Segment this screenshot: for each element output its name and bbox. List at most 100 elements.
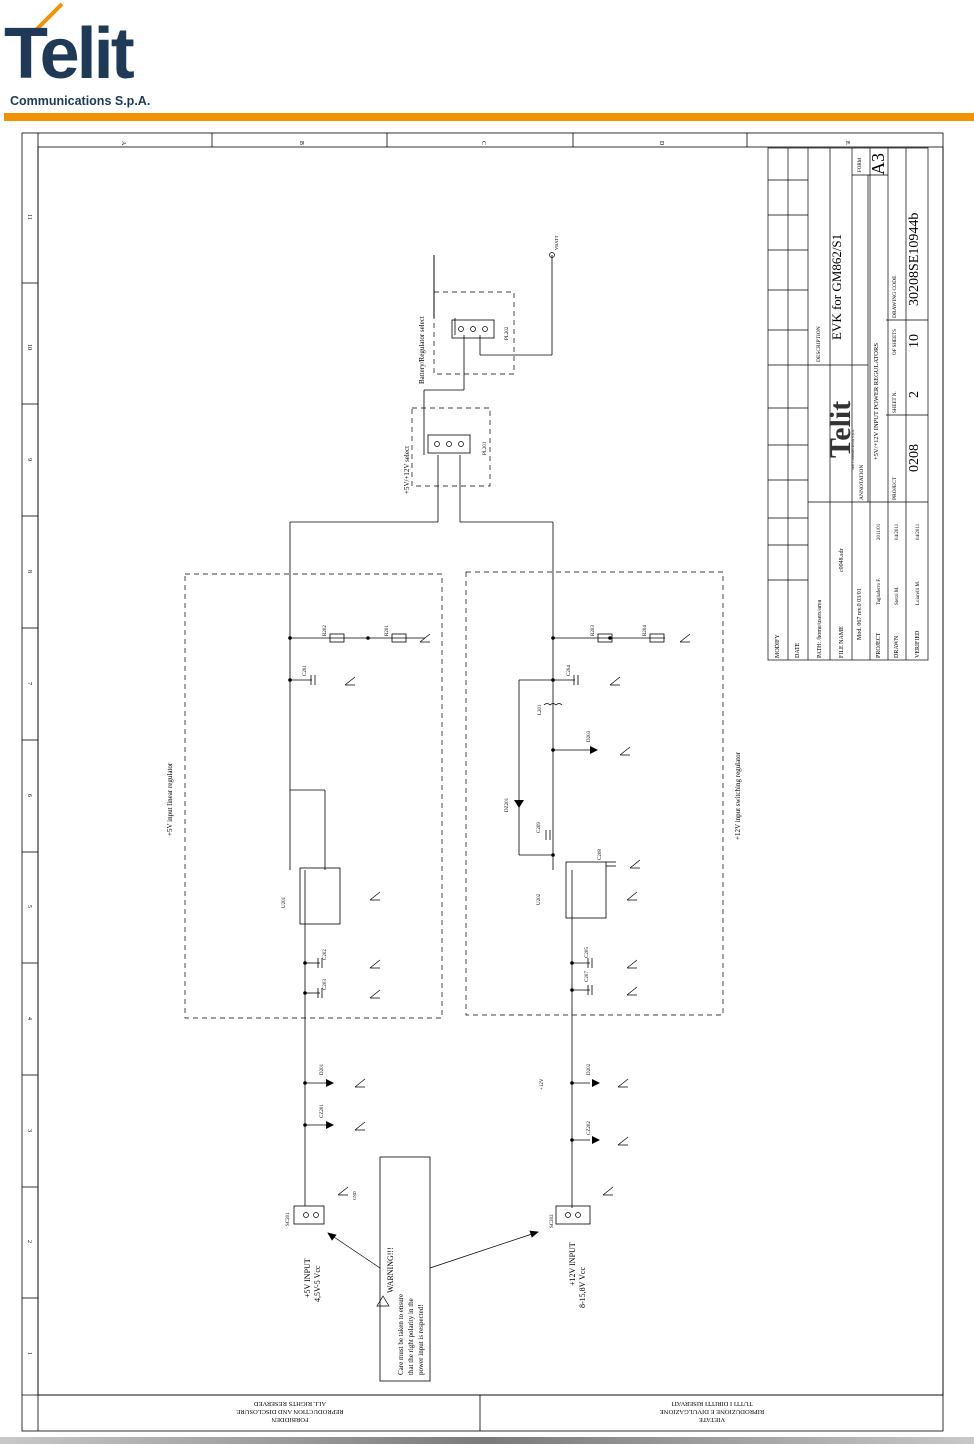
row-2: 2 [26, 1240, 32, 1243]
row-8: 8 [26, 570, 32, 573]
svg-text:D201: D201 [320, 1063, 325, 1075]
tb-annotation-label: ANNOTATION [859, 465, 865, 500]
svg-text:D202: D202 [587, 1063, 592, 1075]
tb-drawing-code: 30208SE10944b [907, 213, 922, 306]
svg-text:C205: C205 [585, 947, 590, 958]
vbatt-label: VBATT [554, 235, 559, 250]
switching-regulator-label: +12V input switching regulator [734, 751, 742, 840]
supply-select-label: +5V/+12V select [403, 446, 411, 494]
tb-drawing-code-label: DRAWING CODE [892, 275, 898, 318]
row-1: 1 [26, 1352, 32, 1355]
tb-filename: c0048.sdr [839, 549, 845, 573]
r202-resistor [329, 633, 345, 643]
tb-drawn-name: Sterzi M. [895, 586, 900, 605]
svg-text:L201: L201 [538, 704, 543, 715]
col-d: D [658, 141, 664, 146]
svg-text:U201: U201 [282, 896, 287, 908]
tb-sheet-label: SHEET N. [893, 391, 898, 413]
tb-of-sheets-label: OF SHEETS [893, 329, 898, 355]
svg-text:C203: C203 [323, 979, 328, 990]
svg-text:C207: C207 [585, 971, 590, 982]
svg-text:U202: U202 [537, 893, 542, 905]
svg-text:RIPRODUZIONE E DIVULGAZIONE: RIPRODUZIONE E DIVULGAZIONE [660, 1408, 764, 1415]
switching-regulator-block [465, 571, 724, 1016]
svg-text:SC202: SC202 [550, 1214, 555, 1228]
svg-text:C202: C202 [323, 949, 328, 960]
pl202-header [451, 319, 495, 339]
ground-symbols [337, 633, 691, 1196]
svg-text:C209: C209 [537, 822, 542, 833]
row-5: 5 [26, 905, 32, 908]
warning-triangle-icon [376, 1295, 390, 1307]
logo-subtitle: Communications S.p.A. [10, 94, 151, 108]
header-divider [4, 113, 974, 121]
tb-verified-name: Loiarelli M. [916, 581, 921, 605]
u201-regulator-ic [299, 867, 341, 925]
svg-text:PL201: PL201 [483, 441, 488, 455]
r203-resistor [597, 633, 613, 643]
row-4: 4 [26, 1017, 32, 1020]
logo-wordmark: Telit [4, 14, 135, 94]
supply-select-block [411, 407, 491, 487]
svg-text:R202: R202 [323, 625, 328, 636]
warning-line-2: that the right polarity in the [407, 1298, 415, 1375]
tb-logo: Telit [824, 401, 857, 458]
sc201-connector [293, 1205, 325, 1225]
tb-project-name: Tagliaferro F. [877, 578, 882, 605]
svg-text:FORBIDDEN: FORBIDDEN [271, 1416, 309, 1423]
svg-text:PL202: PL202 [505, 326, 510, 340]
junctions [288, 636, 612, 1142]
footer-rights-left: ALL RIGHTS RESERVED REPRODUCTION AND DIS… [236, 1400, 343, 1423]
svg-text:R201: R201 [385, 625, 390, 636]
tb-date: DATE [795, 642, 801, 658]
tb-path: PATH: /home/users/area [817, 599, 823, 658]
r201-resistor [391, 633, 407, 643]
telit-logo: Telit Communications S.p.A. [0, 0, 180, 112]
tb-description-label: DESCRIPTION [816, 326, 822, 362]
tb-date1: 2011/01 [877, 523, 882, 540]
warning-title: WARNING!!! [386, 1247, 395, 1293]
tb-filename-label: FILE NAME [839, 626, 845, 658]
l201-inductor [543, 703, 563, 706]
linear-regulator-label: +5V input linear regulator [166, 762, 174, 836]
footer-rights-right: TUTTI I DIRITTI RISERVATI RIPRODUZIONE E… [660, 1400, 764, 1423]
tb-annotation: +5V/+12V INPUT POWER REGULATORS [873, 343, 880, 460]
svg-text:SC201: SC201 [286, 1212, 291, 1226]
col-a: A [120, 141, 126, 146]
schematic-sheet: A B C D E 11 10 9 8 7 6 5 4 3 2 1 ALL RI… [21, 132, 944, 1432]
tb-form-label: FORM [858, 157, 863, 172]
col-c: C [480, 141, 486, 145]
row-11: 11 [26, 214, 32, 220]
input-12v-range: 8-15,8V Vcc [578, 1267, 587, 1308]
col-b: B [298, 141, 304, 145]
tb-date2: 04/2011 [895, 523, 900, 540]
row-9: 9 [26, 458, 32, 461]
row-6: 6 [26, 794, 32, 797]
svg-text:DZ201: DZ201 [505, 797, 510, 812]
title-block [767, 147, 929, 661]
logo-slash-mark [34, 2, 64, 32]
warning-box [379, 1156, 431, 1382]
net-12v: +12V [540, 1078, 545, 1090]
svg-text:R203: R203 [591, 625, 596, 636]
pl201-header [427, 434, 471, 454]
warning-arrows [327, 1230, 539, 1307]
svg-text:D203: D203 [587, 730, 592, 742]
tb-logo-sub: Telit Communications S.p.A. [851, 429, 855, 470]
battery-select-block [433, 291, 515, 375]
tb-description: EVK for GM862/S1 [829, 234, 844, 340]
svg-text:C204: C204 [567, 665, 572, 676]
input-5v-range: 4,5V-5 Vcc [313, 1265, 322, 1302]
capacitor-symbols [310, 675, 616, 998]
svg-text:R204: R204 [643, 625, 648, 636]
svg-text:ALL RIGHTS RESERVED: ALL RIGHTS RESERVED [254, 1400, 326, 1407]
tb-form: A3 [868, 153, 888, 175]
footer-divider [0, 1437, 974, 1444]
tb-project-code: 0208 [907, 444, 922, 472]
svg-text:REPRODUCTION AND DISCLOSURE: REPRODUCTION AND DISCLOSURE [236, 1408, 343, 1415]
svg-text:C201: C201 [303, 665, 308, 676]
svg-text:GND: GND [352, 1191, 357, 1200]
component-refs: SC201 SC202 CZ201 CZ202 D201 D202 U201 U… [282, 326, 648, 1228]
row-10: 10 [26, 344, 32, 350]
linear-regulator-block [184, 573, 443, 1019]
